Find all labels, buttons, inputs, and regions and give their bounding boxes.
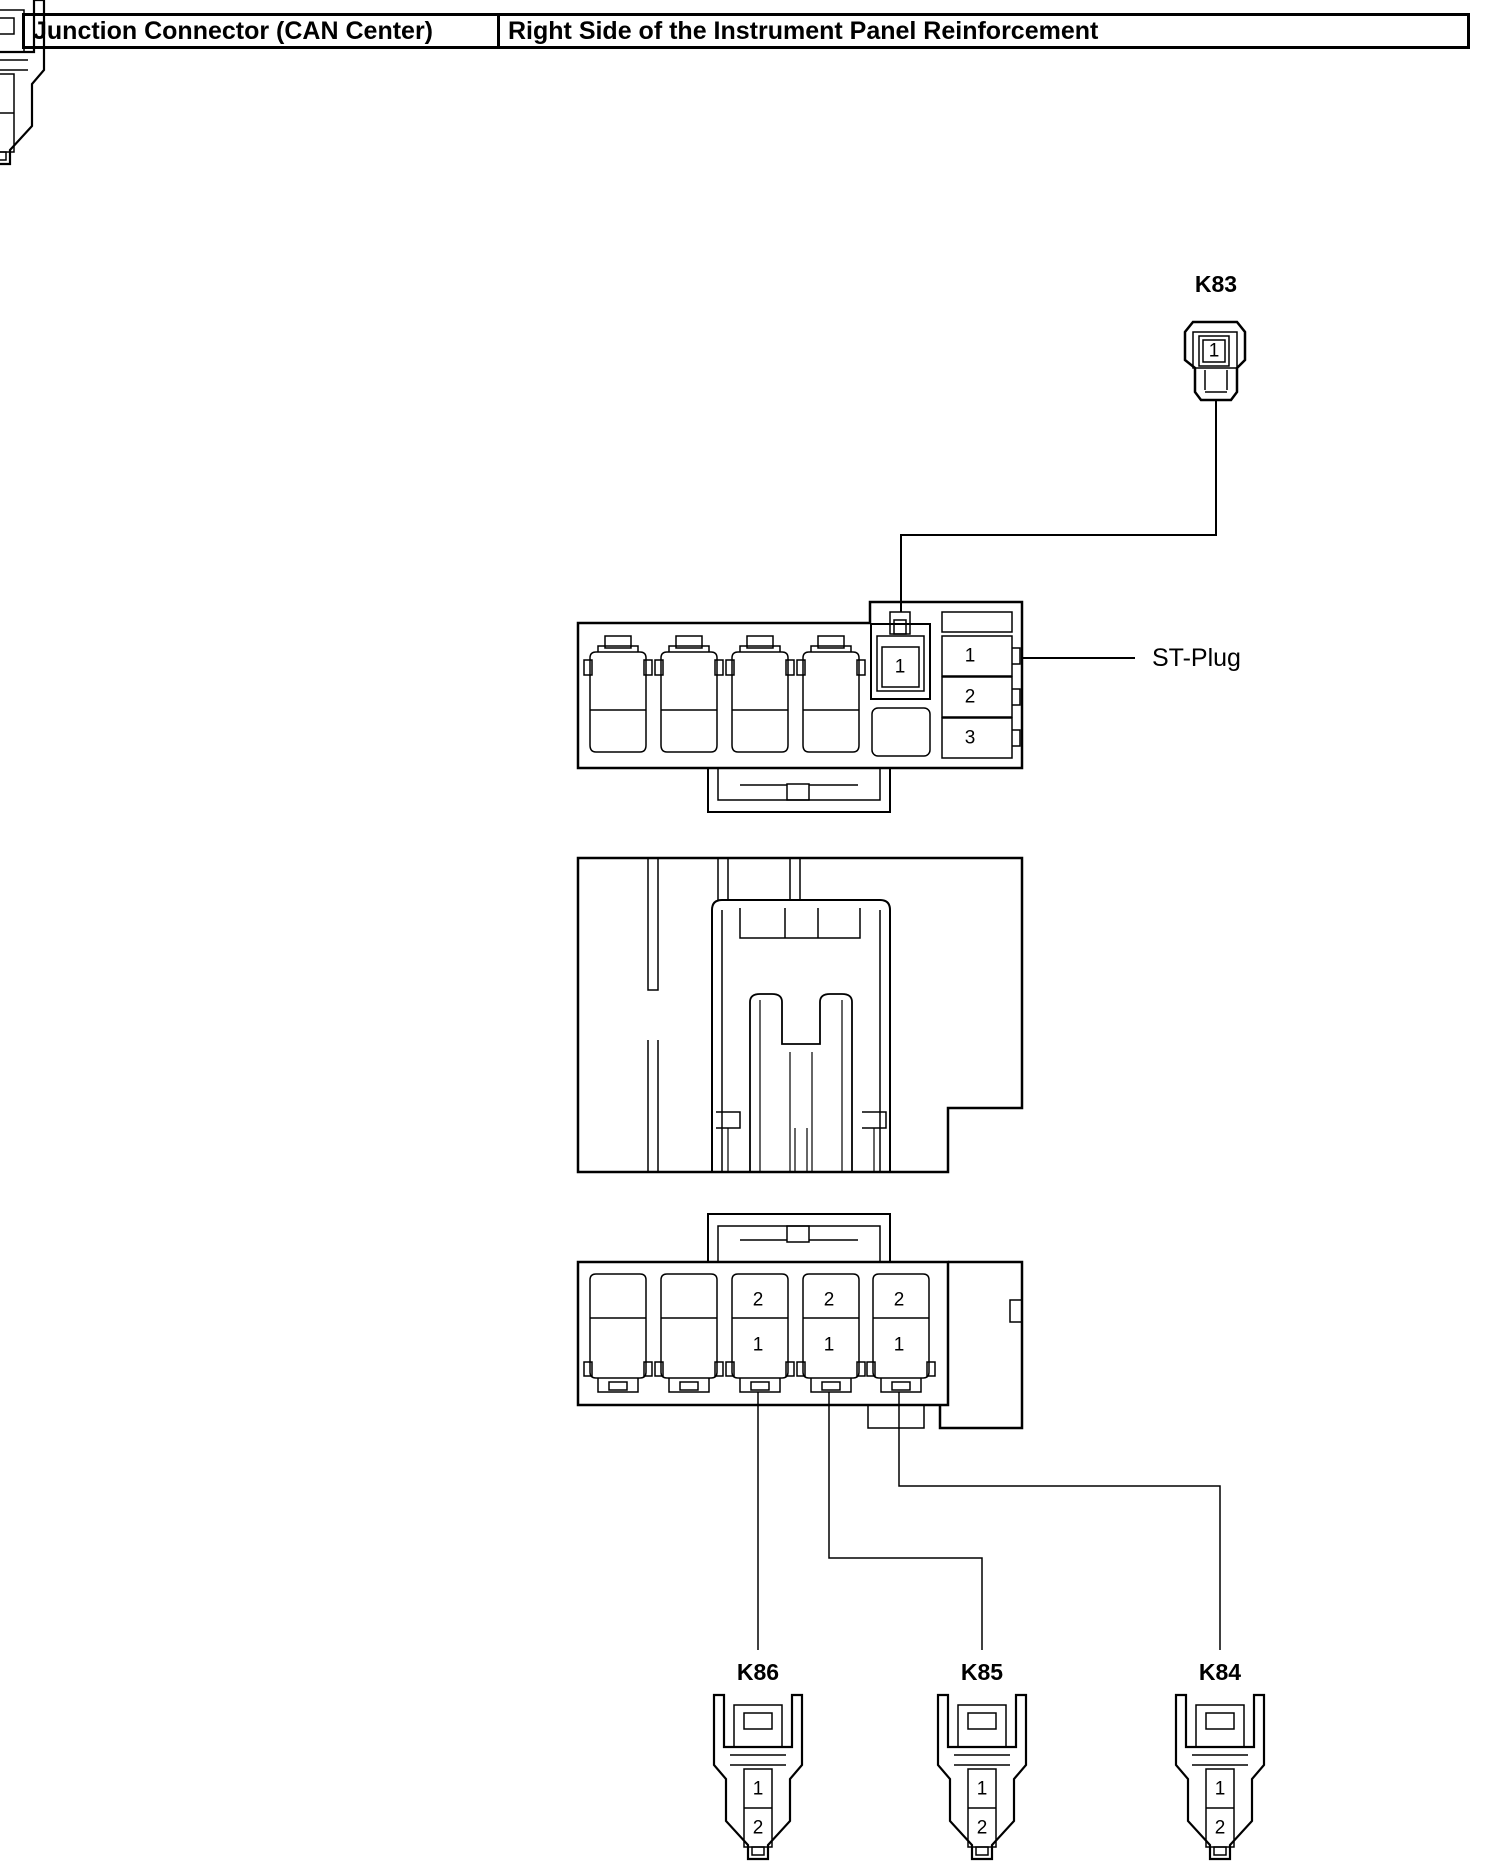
junction-connector-bottom: 2 2 2 1 1 1 — [576, 1213, 1024, 1430]
k86-connector: K86 1 2 — [712, 1659, 804, 1861]
k84-pin-2: 2 — [1215, 1818, 1226, 1839]
bottom-lower-pin-k85: 1 — [824, 1335, 835, 1356]
k84-label: K84 — [1199, 1659, 1241, 1685]
k85-pin-2: 2 — [977, 1818, 988, 1839]
k86-label: K86 — [737, 1659, 779, 1685]
k83-connector: K83 1 — [1183, 271, 1247, 402]
k85-connector: K85 1 2 — [936, 1659, 1028, 1861]
k84-connector: K84 1 2 — [1174, 1659, 1266, 1861]
component-location: Right Side of the Instrument Panel Reinf… — [508, 17, 1099, 45]
bottom-lower-pin-k86: 1 — [753, 1335, 764, 1356]
junction-connector-top: 1 1 2 3 ST-Plug — [576, 600, 1241, 813]
st-plug-pin-2: 2 — [965, 687, 976, 708]
bottom-upper-pin-k84: 2 — [894, 1290, 905, 1311]
bottom-upper-pin-k85: 2 — [824, 1290, 835, 1311]
wire-k85 — [828, 1392, 983, 1650]
wire-k83 — [900, 400, 1217, 612]
k83-pin-label: 1 — [1209, 341, 1220, 362]
k83-label: K83 — [1195, 271, 1237, 297]
diagram-header: Junction Connector (CAN Center) Right Si… — [22, 13, 1470, 49]
k84-pin-1: 1 — [1215, 1779, 1226, 1800]
k85-label: K85 — [961, 1659, 1003, 1685]
bottom-lower-pin-k84: 1 — [894, 1335, 905, 1356]
k85-pin-1: 1 — [977, 1779, 988, 1800]
st-plug-pin-1: 1 — [965, 646, 976, 667]
top-pin-1-label: 1 — [895, 657, 906, 678]
st-plug-label: ST-Plug — [1152, 644, 1241, 672]
st-plug: 1 2 3 — [941, 611, 1021, 759]
bottom-upper-pin-k86: 2 — [753, 1290, 764, 1311]
k86-pin-2: 2 — [753, 1818, 764, 1839]
wire-k84 — [898, 1392, 1221, 1650]
component-name: Junction Connector (CAN Center) — [25, 16, 500, 46]
st-plug-pin-3: 3 — [965, 728, 976, 749]
junction-connector-side — [576, 856, 1024, 1174]
k86-pin-1: 1 — [753, 1779, 764, 1800]
